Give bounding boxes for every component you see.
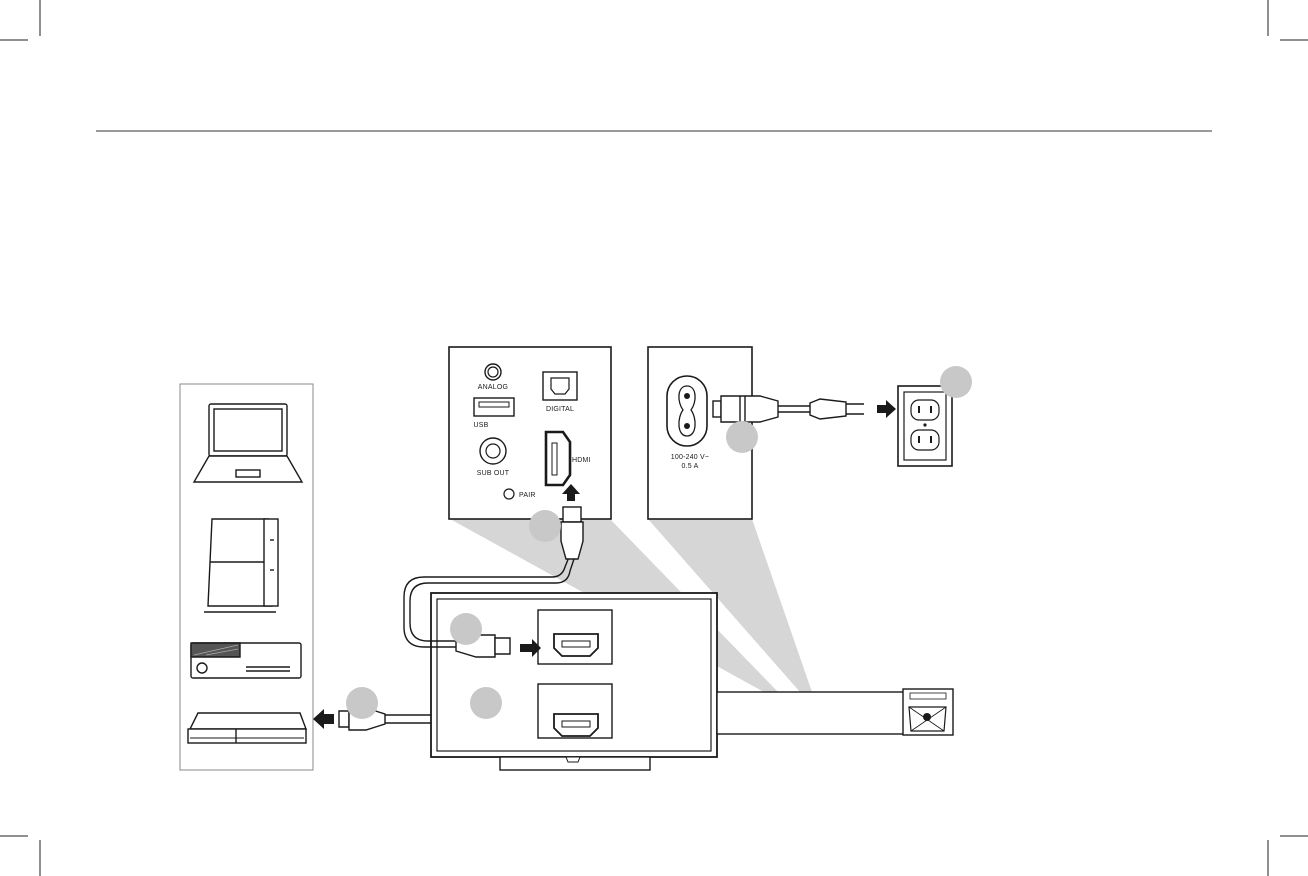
arrow-left-icon xyxy=(313,709,334,729)
game-console-vertical-icon xyxy=(204,519,278,612)
input-panel: ANALOG DIGITAL USB SUB OUT HDMI PAIR xyxy=(449,347,611,519)
hdmi-port xyxy=(546,432,570,485)
power-rating-line2: 0.5 A xyxy=(682,463,699,470)
digital-optical-port xyxy=(543,372,577,400)
usb-label: USB xyxy=(474,422,489,429)
analog-label: ANALOG xyxy=(478,384,508,391)
hdmi-label: HDMI xyxy=(572,457,591,464)
laptop-icon xyxy=(194,404,302,482)
usb-port xyxy=(474,398,514,416)
callout-marker xyxy=(940,366,972,398)
hdmi-plug-panel xyxy=(561,507,583,559)
tv-hdmi-port-2 xyxy=(538,684,612,738)
callout-marker xyxy=(529,510,561,542)
sub-out-jack xyxy=(480,438,506,464)
power-rating-line1: 100-240 V~ xyxy=(671,454,709,461)
pair-button xyxy=(504,489,514,499)
callout-marker xyxy=(346,687,378,719)
digital-label: DIGITAL xyxy=(546,406,574,413)
game-console-horizontal-icon xyxy=(191,643,301,678)
power-cord xyxy=(713,396,864,422)
tv-hdmi-port-1 xyxy=(538,610,612,664)
arrow-right-icon xyxy=(877,400,896,418)
sub-out-label: SUB OUT xyxy=(477,470,510,477)
callout-marker xyxy=(450,613,482,645)
analog-jack xyxy=(485,364,501,380)
callout-marker xyxy=(470,687,502,719)
pair-label: PAIR xyxy=(519,492,536,499)
power-socket xyxy=(667,376,707,446)
soundbar-icon xyxy=(717,689,953,735)
callout-marker xyxy=(726,421,758,453)
set-top-box-icon xyxy=(188,713,306,743)
wall-outlet-icon xyxy=(898,386,952,466)
